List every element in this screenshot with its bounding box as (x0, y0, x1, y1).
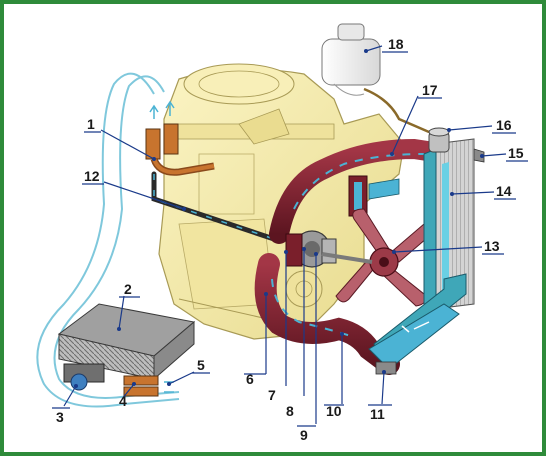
callout-15: 15 (508, 145, 524, 161)
callout-6: 6 (246, 371, 254, 387)
callout-leaders (63, 45, 507, 424)
callout-2: 2 (124, 281, 132, 297)
upper-radiator-hose (269, 138, 444, 244)
callout-11: 11 (370, 406, 385, 422)
callout-1: 1 (87, 116, 95, 132)
callout-12: 12 (84, 168, 100, 184)
callout-7: 7 (268, 387, 276, 403)
heater-hose-loop (36, 72, 180, 408)
callout-4: 4 (119, 393, 127, 409)
callout-18: 18 (388, 36, 404, 52)
callout-5: 5 (197, 357, 205, 373)
cooling-fan (321, 208, 435, 307)
heater-core (57, 303, 196, 397)
callout-3: 3 (56, 409, 64, 425)
callout-16: 16 (496, 117, 512, 133)
heater-valve-fittings (145, 100, 215, 176)
cooling-system-diagram: 1 2 3 4 5 6 7 8 9 10 11 12 13 14 15 16 1… (36, 23, 528, 443)
callout-9: 9 (300, 427, 308, 443)
callout-10: 10 (326, 403, 342, 419)
callout-14: 14 (496, 183, 512, 199)
callout-17: 17 (422, 82, 438, 98)
callout-8: 8 (286, 403, 294, 419)
callout-13: 13 (484, 238, 500, 254)
water-pump (285, 230, 337, 268)
callout-labels: 1 2 3 4 5 6 7 8 9 10 11 12 13 14 15 16 1… (52, 36, 528, 443)
radiator (368, 127, 485, 375)
